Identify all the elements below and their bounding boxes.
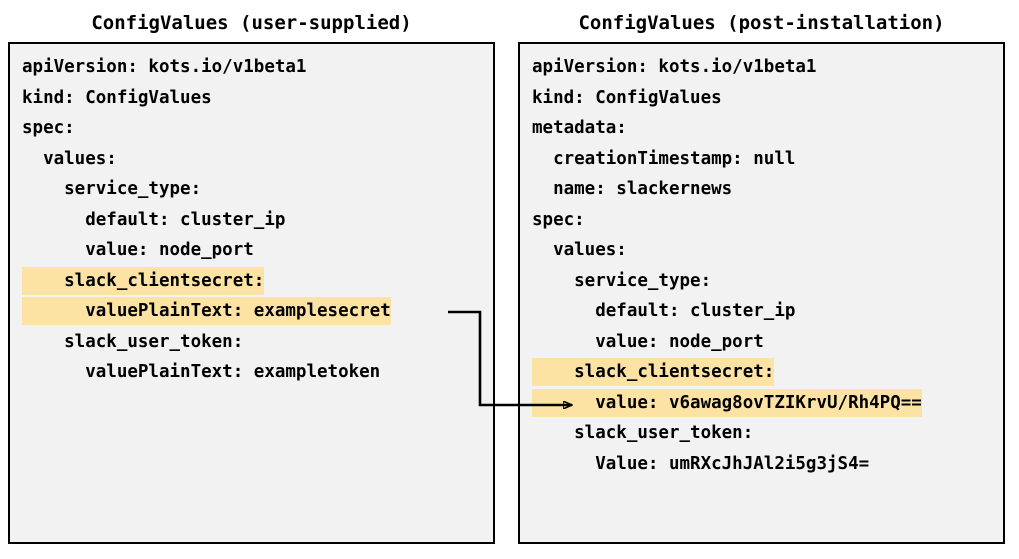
panel-title-user-supplied: ConfigValues (user-supplied) <box>91 12 412 34</box>
configvalues-user-supplied-panel: apiVersion: kots.io/v1beta1 kind: ConfigV… <box>8 42 495 544</box>
code-line-text: apiVersion: kots.io/v1beta1 <box>532 57 817 77</box>
code-line-text: valuePlainText: exampletoken <box>22 362 381 382</box>
code-line: slack_user_token: <box>10 327 493 358</box>
code-line: kind: ConfigValues <box>10 83 493 114</box>
code-line-text: slack_user_token: <box>22 331 244 352</box>
code-line-text: service_type: <box>22 179 202 199</box>
code-line-text: default: cluster_ip <box>532 301 796 321</box>
code-line-text: value: node_port <box>532 331 764 352</box>
code-line-text: default: cluster_ip <box>22 209 286 230</box>
code-line: name: slackernews <box>520 174 1003 205</box>
configvalues-post-installation-panel: apiVersion: kots.io/v1beta1 kind: ConfigV… <box>518 42 1005 544</box>
code-line: metadata: <box>520 113 1003 144</box>
code-line: Value: umRXcJhJAl2i5g3jS4= <box>520 449 1003 480</box>
code-line-text: name: slackernews <box>532 179 733 199</box>
code-line-text: metadata: <box>532 118 627 138</box>
code-line: spec: <box>520 205 1003 236</box>
code-line: default: cluster_ip <box>10 205 493 236</box>
code-line: spec: <box>10 113 493 144</box>
code-line-text: kind: ConfigValues <box>22 87 212 108</box>
code-line-text: spec: <box>532 209 585 230</box>
code-line-text: slack_clientsecret: <box>22 266 265 295</box>
code-line: kind: ConfigValues <box>520 83 1003 114</box>
code-line: slack_user_token: <box>520 418 1003 449</box>
code-line-text: service_type: <box>532 270 712 291</box>
code-line: apiVersion: kots.io/v1beta1 <box>520 52 1003 83</box>
code-line: service_type: <box>10 174 493 205</box>
code-line: values: <box>10 144 493 175</box>
code-line-text: value: v6awag8ovTZIKrvU/Rh4PQ== <box>532 388 922 417</box>
code-line: value: node_port <box>520 327 1003 358</box>
code-line: values: <box>520 235 1003 266</box>
code-line: apiVersion: kots.io/v1beta1 <box>10 52 493 83</box>
code-line: default: cluster_ip <box>520 296 1003 327</box>
code-line-text: slack_user_token: <box>532 423 754 443</box>
code-line: slack_clientsecret: <box>10 266 493 297</box>
code-line-text: Value: umRXcJhJAl2i5g3jS4= <box>532 453 870 474</box>
code-line: value: v6awag8ovTZIKrvU/Rh4PQ== <box>520 388 1003 419</box>
code-line: value: node_port <box>10 235 493 266</box>
code-block-left: apiVersion: kots.io/v1beta1 kind: ConfigV… <box>10 44 493 388</box>
code-line-text: values: <box>532 240 627 260</box>
code-line-text: valuePlainText: examplesecret <box>22 297 391 325</box>
code-line-text: spec: <box>22 118 75 138</box>
code-line-text: values: <box>22 148 117 169</box>
code-line-text: kind: ConfigValues <box>532 87 722 108</box>
code-line-text: slack_clientsecret: <box>532 358 775 386</box>
code-line: slack_clientsecret: <box>520 357 1003 388</box>
code-line: valuePlainText: exampletoken <box>10 357 493 388</box>
code-line-text: apiVersion: kots.io/v1beta1 <box>22 57 307 77</box>
code-line: service_type: <box>520 266 1003 297</box>
code-line: valuePlainText: examplesecret <box>10 296 493 327</box>
code-line: creationTimestamp: null <box>520 144 1003 175</box>
code-line-text: value: node_port <box>22 240 254 260</box>
panel-title-post-installation: ConfigValues (post-installation) <box>578 12 945 34</box>
code-line-text: creationTimestamp: null <box>532 148 796 169</box>
code-block-right: apiVersion: kots.io/v1beta1 kind: ConfigV… <box>520 44 1003 479</box>
